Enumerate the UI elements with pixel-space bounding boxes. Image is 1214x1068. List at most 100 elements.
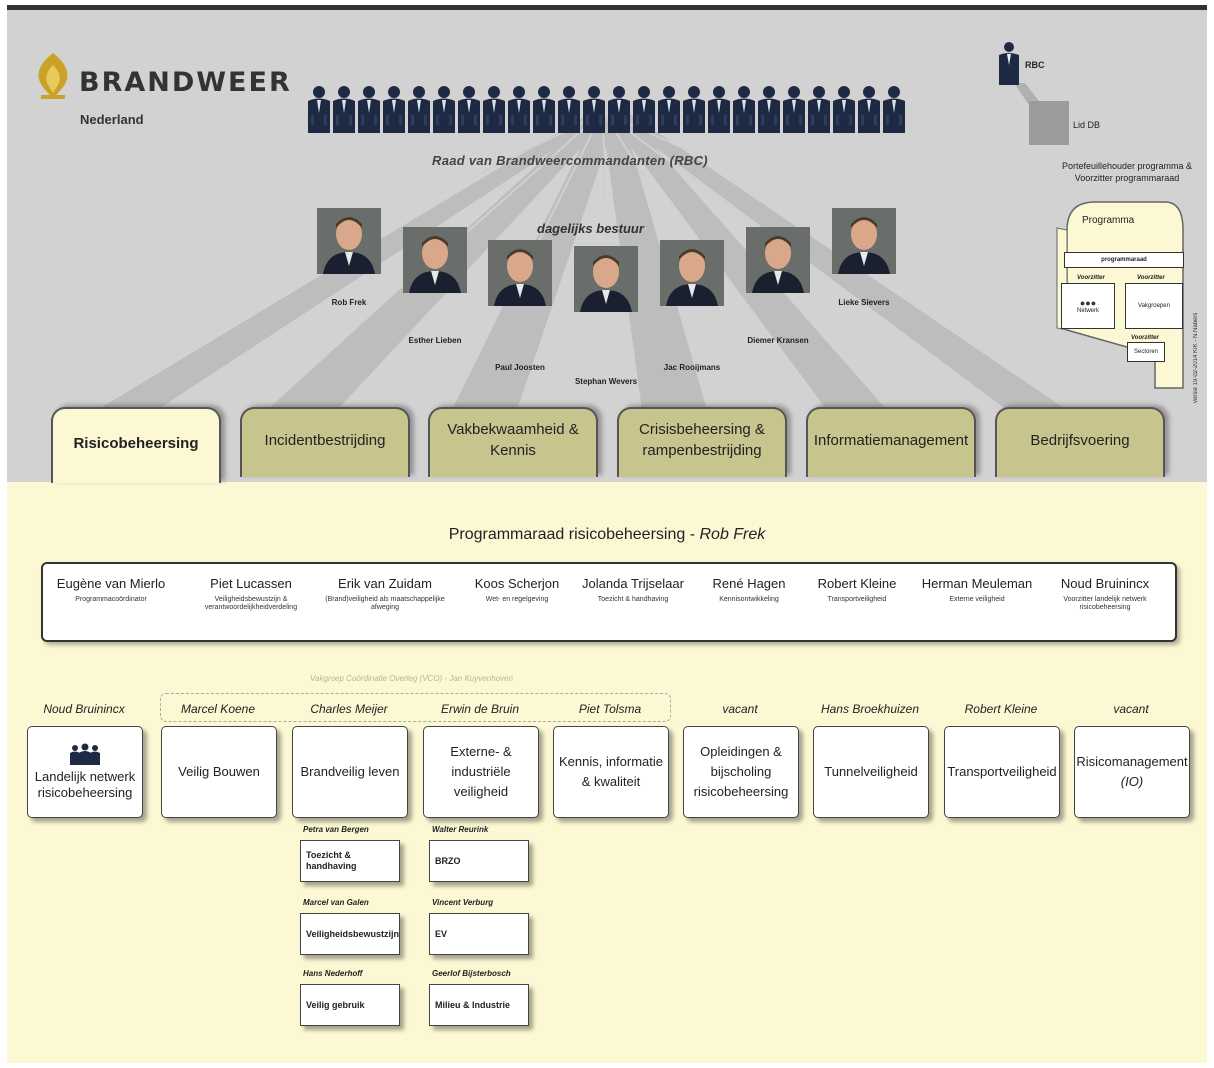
member-name: Koos Scherjon (474, 576, 560, 591)
member-name: Herman Meuleman (921, 576, 1033, 591)
tab-crisisbeheersing-rampenbestrijding[interactable]: Crisisbeheersing & rampenbestrijding (617, 407, 787, 477)
netwerk-label: Netwerk (1076, 308, 1099, 314)
sector-box[interactable]: Toezicht & handhaving (300, 840, 400, 882)
programmaraad-title-text: Programmaraad risicobeheersing - (448, 526, 700, 543)
tab-label: Risicobeheersing (73, 434, 199, 452)
vakgroep-chair: Piet Tolsma (578, 702, 642, 716)
vakgroep-label: Kennis, informatie & kwaliteit (558, 754, 664, 789)
vakgroep-box[interactable]: Kennis, informatie & kwaliteit (553, 726, 669, 818)
vakgroep-chair: Charles Meijer (310, 702, 388, 716)
db-member-photo (660, 240, 724, 306)
db-member-photo (832, 208, 896, 274)
member-role: Toezicht & handhaving (597, 596, 669, 603)
rbc-member-figure-icon (407, 85, 431, 138)
vakgroep-box[interactable]: Landelijk netwerk risicobeheersing (27, 726, 143, 818)
org-chart: BRANDWEER Nederland Raad van Brandweerco… (7, 5, 1207, 1063)
vakgroep-box[interactable]: Brandveilig leven (292, 726, 408, 818)
rbc-member-figure-icon (857, 85, 881, 138)
vakgroep-label: Risicomanagement (1076, 754, 1188, 769)
vakgroep-label: Opleidingen & bijscholing risicobeheersi… (693, 744, 789, 799)
rbc-member-figure-icon (582, 85, 606, 138)
rbc-member-figure-icon (432, 85, 456, 138)
programmaraad-member: Erik van Zuidam(Brand)veiligheid als maa… (325, 576, 445, 612)
rbc-member-figure-icon (757, 85, 781, 138)
tab-risicobeheersing[interactable]: Risicobeheersing (51, 407, 221, 483)
vakgroep-chair: Marcel Koene (180, 702, 256, 716)
sector-box[interactable]: BRZO (429, 840, 529, 882)
programma-title: Programma (1082, 215, 1135, 226)
tab-label: Crisisbeheersing & rampenbestrijding (639, 421, 765, 459)
tab-label: Vakbekwaamheid & Kennis (447, 421, 579, 459)
legend-rbc: RBC (1025, 60, 1045, 70)
sector-box[interactable]: Veilig gebruik (300, 984, 400, 1026)
sector-chair: Petra van Bergen (303, 825, 369, 834)
programmaraad-chair: Rob Frek (699, 526, 766, 543)
sector-chair: Hans Nederhoff (303, 969, 363, 978)
vakgroep-box[interactable]: Tunnelveiligheid (813, 726, 929, 818)
vakgroep-box[interactable]: Transportveiligheid (944, 726, 1060, 818)
db-title: dagelijks bestuur (537, 221, 644, 236)
voorzitter-label-2: Voorzitter (1137, 275, 1165, 281)
member-name: Robert Kleine (817, 576, 897, 591)
rbc-member-figure-icon (832, 85, 856, 138)
rbc-member-figure-icon (732, 85, 756, 138)
vakgroep-chair: Erwin de Bruin (440, 702, 520, 716)
vakgroep-box[interactable]: Externe- & industriële veiligheid (423, 726, 539, 818)
rbc-member-figure-icon (607, 85, 631, 138)
sector-box[interactable]: Veiligheidsbewustzijn (300, 913, 400, 955)
vakgroep-chair: Robert Kleine (964, 702, 1038, 716)
sector-box[interactable]: Milieu & Industrie (429, 984, 529, 1026)
rbc-member-figure-icon (307, 85, 331, 138)
vakgroep-box[interactable]: Opleidingen & bijscholing risicobeheersi… (683, 726, 799, 818)
db-member-name: Stephan Wevers (574, 377, 638, 386)
tab-vakbekwaamheid-kennis[interactable]: Vakbekwaamheid & Kennis (428, 407, 598, 477)
sector-chair: Vincent Verburg (432, 898, 494, 907)
db-member-photo (574, 246, 638, 312)
voorzitter-label-3: Voorzitter (1131, 335, 1159, 341)
voorzitter-label-1: Voorzitter (1077, 275, 1105, 281)
brandweer-logo-icon (33, 51, 73, 108)
db-member-photo (403, 227, 467, 293)
db-member-name: Rob Frek (331, 298, 367, 307)
member-name: Piet Lucassen (210, 576, 292, 591)
rbc-member-figure-icon (707, 85, 731, 138)
vakgroep-label: Externe- & industriële veiligheid (450, 744, 512, 799)
logo-subtitle: Nederland (80, 112, 144, 127)
vakgroep-box[interactable]: Risicomanagement (IO) (1074, 726, 1190, 818)
member-role: Voorzitter landelijk netwerk risicobehee… (1063, 596, 1147, 611)
rbc-member-figure-icon (807, 85, 831, 138)
vakgroep-chair: vacant (722, 702, 758, 716)
sector-box[interactable]: EV (429, 913, 529, 955)
member-name: Eugène van Mierlo (56, 576, 166, 591)
sector-chair: Geerlof Bijsterbosch (432, 969, 511, 978)
rbc-members (307, 85, 906, 138)
vakgroep-box[interactable]: Veilig Bouwen (161, 726, 277, 818)
vakgroep-label-sub: (IO) (1120, 774, 1144, 789)
vakgroep-label: Transportveiligheid (947, 764, 1057, 779)
member-role: Externe veiligheid (949, 596, 1005, 603)
programmaraad-title: Programmaraad risicobeheersing - Rob Fre… (7, 526, 1207, 544)
vakgroep-chair: Hans Broekhuizen (820, 702, 920, 716)
tab-incidentbestrijding[interactable]: Incidentbestrijding (240, 407, 410, 477)
rbc-member-figure-icon (482, 85, 506, 138)
rbc-member-figure-icon (557, 85, 581, 138)
top-border (7, 5, 1207, 10)
tab-label: Incidentbestrijding (264, 431, 386, 449)
member-role: Wet- en regelgeving (485, 596, 549, 603)
version-note: versie 19-02-2014 KIK - N.Nabers (1193, 312, 1199, 403)
member-role: Transportveiligheid (827, 596, 887, 603)
rbc-member-figure-icon (882, 85, 906, 138)
vakgroep-chair: vacant (1113, 702, 1149, 716)
vco-dashed-frame (160, 693, 671, 722)
tab-informatiemanagement[interactable]: Informatiemanagement (806, 407, 976, 477)
tab-bedrijfsvoering[interactable]: Bedrijfsvoering (995, 407, 1165, 477)
tab-label: Informatiemanagement (813, 431, 969, 449)
rbc-title: Raad van Brandweercommandanten (RBC) (432, 153, 708, 168)
db-member-name: Lieke Sievers (838, 298, 890, 307)
rbc-member-figure-icon (782, 85, 806, 138)
